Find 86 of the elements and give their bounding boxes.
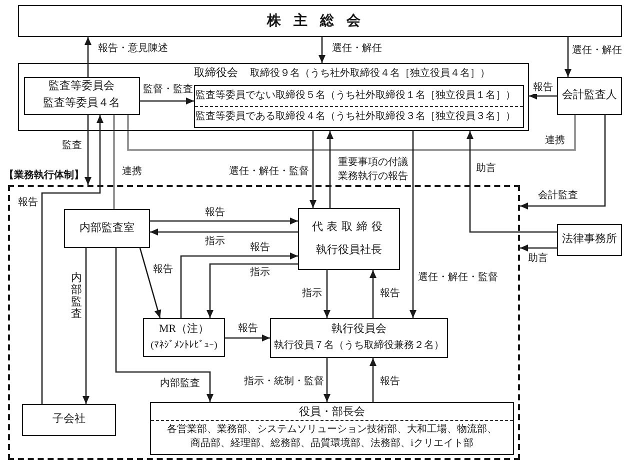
edge-label: 指示	[302, 288, 322, 300]
arrow	[150, 228, 298, 236]
banner-label: 株主総会	[266, 12, 374, 30]
process-box	[270, 318, 448, 358]
box-label: 監査等委員４名	[43, 97, 120, 111]
arrow	[310, 131, 316, 208]
process-box	[557, 77, 622, 115]
arrow	[41, 115, 104, 404]
arrow	[520, 244, 557, 252]
box-label: 法律事務所	[562, 233, 617, 247]
edge-label: 指示・統制・監督	[244, 376, 324, 388]
arrow	[318, 37, 326, 63]
box-label: 内部監査室	[80, 222, 134, 236]
edge-label: 報告	[380, 376, 400, 388]
arrow	[84, 37, 92, 77]
panel-text: 各営業部、業務部、システムソリューション技術部、大和工場、物流部、商品部、経理部、総務部、品質環境部、法務部、iクリエイト部	[166, 423, 498, 450]
edge-label: 指示	[205, 236, 225, 248]
edge-label: 報告	[533, 82, 553, 94]
connector-line	[113, 115, 115, 209]
edge-label: 選任・解任	[572, 45, 622, 57]
process-box	[557, 224, 622, 256]
edge-label: 内部監査	[71, 272, 82, 320]
edge-label: 内部監査	[160, 378, 200, 390]
box-label: 監査等委員会	[48, 80, 114, 94]
banner-box	[18, 5, 622, 37]
panel-box	[150, 402, 514, 455]
arrow	[410, 131, 416, 318]
box-label: 執行役員７名（うち取締役兼務２名）	[274, 340, 444, 353]
box-label: MR（注）	[158, 322, 210, 337]
arrow	[225, 334, 270, 342]
arrow	[206, 263, 298, 318]
group-heading: 取締役会	[194, 66, 238, 80]
edge-label: 報告	[380, 288, 400, 300]
edge-label: 助言	[528, 253, 548, 265]
group-heading: 取締役９名（うち社外取締役４名［独立役員４名］）	[250, 67, 490, 80]
process-box	[143, 318, 225, 357]
arrow	[370, 358, 376, 402]
split-box	[194, 84, 524, 128]
edge-label: 連携	[545, 135, 565, 147]
arrow	[139, 248, 162, 318]
box-label: (ﾏﾈｼﾞﾒﾝﾄﾚﾋﾞｭｰ)	[150, 340, 218, 352]
arrow	[84, 115, 92, 185]
edge-label: 報告	[205, 207, 225, 219]
arrow	[520, 115, 606, 210]
box-label: 子会社	[52, 413, 86, 427]
arrow	[466, 131, 557, 233]
edge-label: 選任・解任・監督	[418, 272, 498, 284]
edge-label: 監査	[62, 140, 82, 152]
edge-label: 指示	[250, 267, 270, 279]
arrow	[324, 358, 330, 402]
edge-label: 連携	[122, 166, 142, 178]
box-label: 執行役員社長	[316, 244, 382, 258]
row-label: 監査等委員でない取締役５名（うち社外取締役１名［独立役員１名］）	[196, 90, 516, 102]
row-label: 監査等委員である取締役４名（うち社外取締役３名［独立役員３名］）	[196, 110, 516, 122]
arrow	[324, 270, 330, 318]
connector-line	[127, 115, 576, 151]
edge-label: 選任・解任	[332, 43, 382, 55]
box-label: 執行役員会	[332, 323, 386, 338]
process-box	[22, 404, 116, 436]
edge-label: 監督・監査	[143, 84, 193, 96]
arrow	[564, 37, 572, 77]
arrow	[180, 252, 298, 318]
edge-label: 報告	[250, 242, 270, 254]
edge-label: 重要事項の付議業務執行の報告	[338, 156, 408, 183]
arrow	[370, 270, 376, 318]
box-label: 代表取締役	[312, 220, 386, 234]
arrow	[150, 218, 298, 224]
process-box	[64, 209, 150, 248]
arrow	[326, 131, 334, 208]
region-heading: 【業務執行体制】	[4, 170, 84, 182]
panel-heading: 役員・部長会	[299, 405, 365, 420]
edge-label: 報告	[238, 323, 258, 335]
arrow	[140, 98, 194, 104]
process-box	[298, 208, 400, 270]
box-label: 会計監査人	[562, 89, 617, 103]
edge-label: 助言	[476, 163, 496, 175]
edge-label: 報告	[18, 197, 38, 209]
edge-label: 会計監査	[538, 190, 578, 202]
arrow	[82, 248, 90, 404]
process-box	[24, 76, 140, 114]
edge-label: 報告・意見陳述	[98, 43, 168, 55]
edge-label: 報告	[153, 264, 173, 276]
arrow	[115, 248, 214, 402]
group-box	[18, 63, 529, 131]
arrow	[529, 92, 557, 100]
edge-label: 選任・解任・監督	[229, 166, 309, 178]
